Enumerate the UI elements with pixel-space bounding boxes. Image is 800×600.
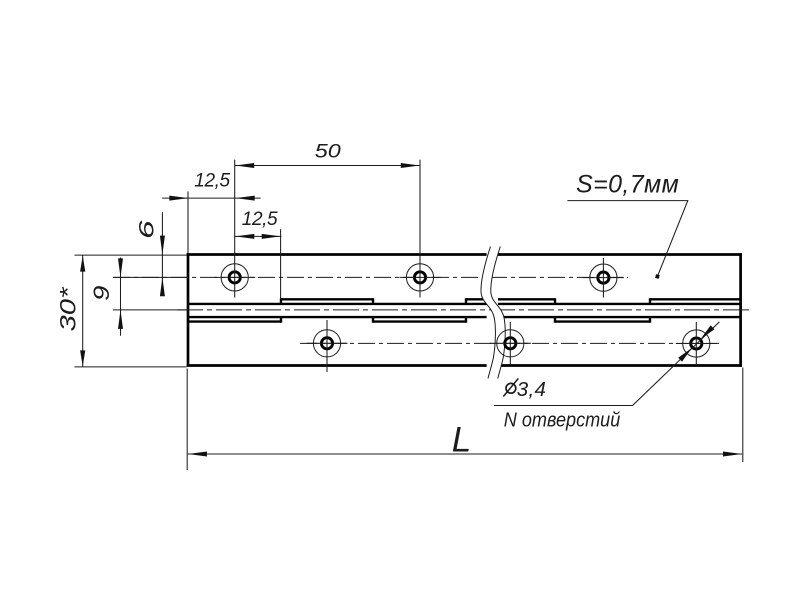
svg-text:L: L (452, 421, 471, 460)
svg-text:S=0,7мм: S=0,7мм (576, 171, 679, 199)
svg-text:12,5: 12,5 (194, 171, 230, 192)
svg-text:3,4: 3,4 (517, 378, 546, 401)
svg-text:N отверстий: N отверстий (504, 408, 621, 431)
svg-text:6: 6 (135, 220, 158, 239)
svg-text:30*: 30* (56, 286, 81, 332)
svg-text:50: 50 (315, 141, 342, 162)
svg-text:9: 9 (89, 285, 114, 301)
svg-text:12,5: 12,5 (242, 209, 278, 230)
